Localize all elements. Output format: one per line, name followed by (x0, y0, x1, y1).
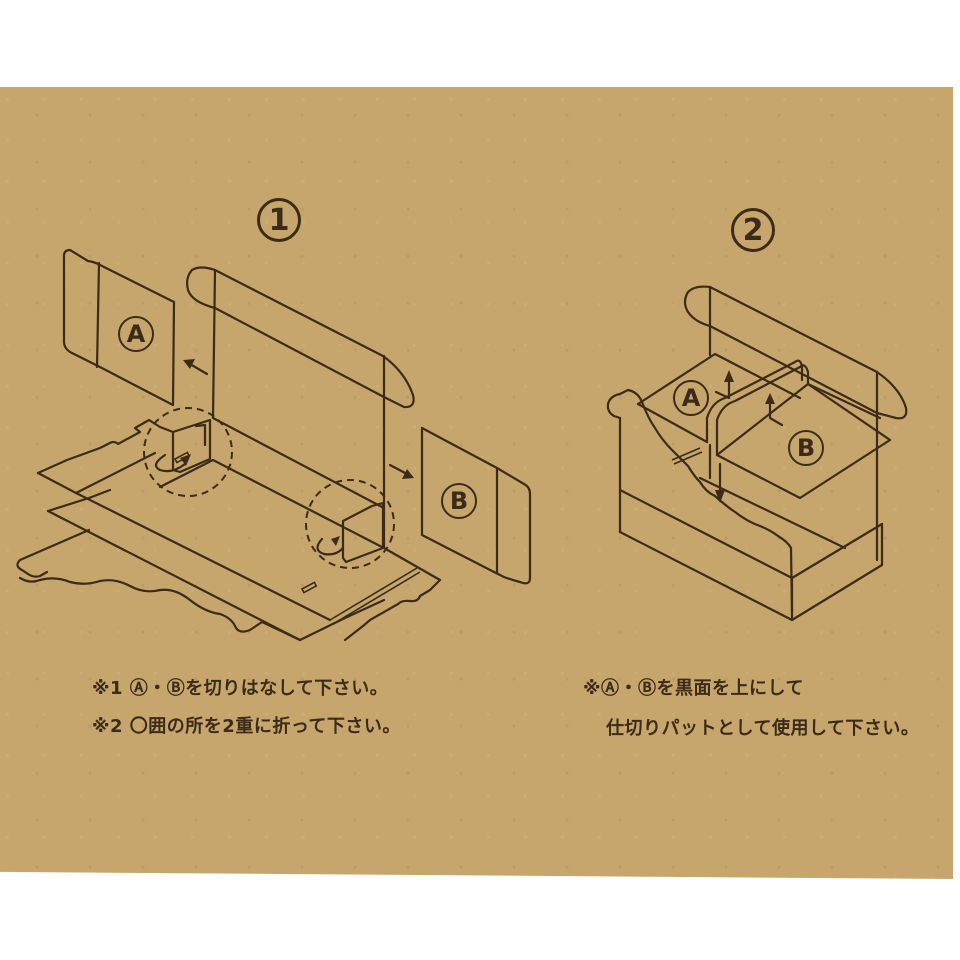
step2-note-2: 仕切りパットとして使用して下さい。 (606, 718, 920, 739)
step1-note-1: ※1 Ⓐ・Ⓑを切りはなして下さい。 (92, 678, 389, 699)
step2-panel-b-label: B (788, 430, 824, 466)
step1-panel-a-label: A (118, 316, 154, 352)
step1-diagram (16, 248, 532, 642)
arrow-up-icon (765, 393, 784, 427)
dashed-circle-icon (305, 479, 395, 569)
arrow-down-right-icon (388, 463, 414, 479)
dashed-circle-icon (143, 407, 233, 497)
step1-note-2: ※2 〇囲の所を2重に折って下さい。 (92, 716, 401, 737)
arrow-up-icon (714, 370, 734, 400)
panel-b-piece (420, 426, 532, 585)
step2-number: 2 (731, 208, 775, 252)
curved-rotate-arrow-icon (154, 453, 187, 473)
step1-number: 1 (257, 198, 301, 242)
panel-a-piece (62, 248, 176, 407)
step2-panel-a-label: A (673, 380, 709, 416)
box-base (16, 418, 442, 642)
cardboard-sheet (0, 87, 953, 879)
step2-note-1: ※Ⓐ・Ⓑを黒面を上にして (583, 678, 804, 699)
step2-diagram (606, 285, 908, 622)
fold-corner-left (143, 407, 233, 497)
fold-corner-right (305, 479, 395, 569)
curved-rotate-arrow-icon (316, 537, 345, 556)
arrow-down-icon (715, 462, 725, 503)
arrow-up-left-icon (183, 359, 209, 376)
step1-panel-b-label: B (441, 483, 477, 519)
